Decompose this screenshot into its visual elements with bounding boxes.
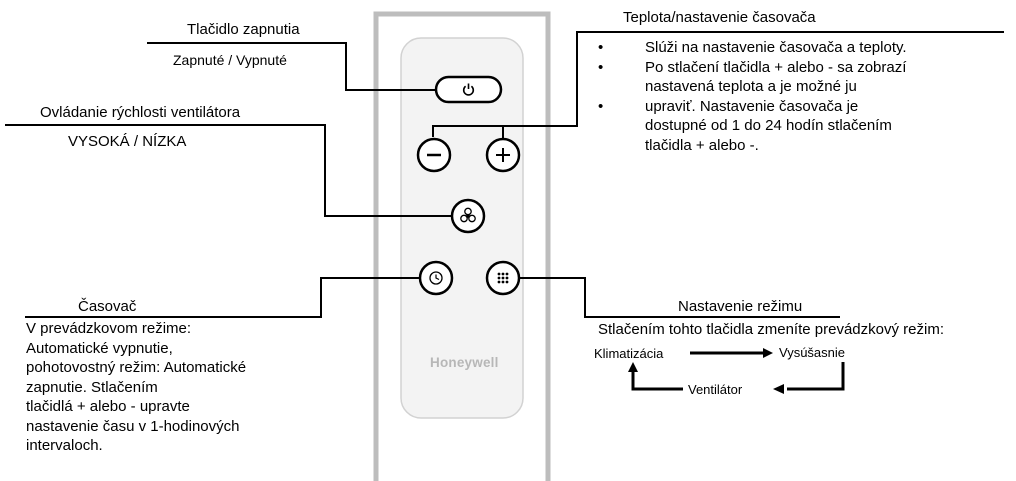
arrow-drying-to-fan [787, 362, 845, 391]
temp-timer-leader-line [432, 31, 1004, 137]
bullet-2-line-3: upraviť. Nastavenie časovača je [645, 97, 859, 115]
clock-icon [429, 271, 443, 285]
power-title: Tlačidlo zapnutia [187, 21, 300, 38]
bullet-icon: • [598, 39, 604, 56]
power-leader-line [147, 42, 436, 91]
bullet-2-line-5: tlačidla + alebo -. [645, 136, 759, 154]
bullet-3-row: • upraviť. Nastavenie časovača je [598, 97, 907, 117]
plus-icon [496, 148, 510, 162]
arrow-head-left-icon [773, 384, 784, 394]
mode-cycle-arrows [628, 348, 845, 394]
power-subtitle: Zapnuté / Vypnuté [173, 52, 287, 68]
fan-speed-button[interactable] [450, 198, 486, 234]
temp-timer-bullet-2: • Po stlačení tlačidla + alebo - sa zobr… [598, 58, 907, 156]
fan-title: Ovládanie rýchlosti ventilátora [40, 104, 241, 121]
temp-timer-title: Teplota/nastavenie časovača [623, 9, 816, 26]
minus-button[interactable] [416, 137, 452, 173]
mode-button[interactable] [485, 260, 521, 296]
timer-line-7: intervaloch. [26, 437, 103, 454]
mode-fan-label: Ventilátor [688, 382, 743, 397]
power-button[interactable] [434, 75, 503, 104]
timer-line-3: pohotovostný režim: Automatické [26, 359, 247, 376]
timer-line-5: tlačidlá + alebo - upravte [26, 398, 190, 415]
bullet-2-line-2: nastavená teplota a je možné ju [645, 78, 857, 95]
timer-button[interactable] [418, 260, 454, 296]
fan-leader-line [5, 124, 452, 217]
mode-grid-icon [497, 272, 509, 284]
temp-timer-bullets: • Slúži na nastavenie časovača a teploty… [598, 38, 907, 156]
power-icon [462, 83, 475, 96]
remote-brand-logo: Honeywell [430, 355, 499, 370]
arrow-fan-to-cooling [631, 371, 683, 391]
plus-button[interactable] [485, 137, 521, 173]
bullet-2-line-1: Po stlačení tlačidla + alebo - sa zobraz… [645, 58, 907, 76]
bullet-1-line-1: Slúži na nastavenie časovača a teploty. [645, 39, 907, 56]
timer-line-4: zapnutie. Stlačením [26, 378, 158, 396]
timer-line-1: V prevádzkovom režime: [26, 320, 192, 337]
mode-leader-line [518, 277, 840, 318]
bullet-icon: • [598, 58, 604, 76]
timer-leader-line [25, 277, 422, 318]
timer-description: V prevádzkovom režime: Automatické vypnu… [26, 319, 246, 456]
mode-drying-label: Vysúšasnie [779, 345, 845, 360]
bullet-icon: • [598, 97, 604, 115]
fan-subtitle: VYSOKÁ / NÍZKA [68, 133, 187, 150]
fan-icon [460, 207, 476, 223]
arrow-head-up-icon [628, 362, 638, 372]
mode-subtitle: Stlačením tohto tlačidla zmeníte prevádz… [598, 321, 944, 338]
timer-line-2: Automatické vypnutie, [26, 339, 173, 357]
temp-timer-bullet-1: • Slúži na nastavenie časovača a teploty… [598, 38, 907, 58]
mode-title: Nastavenie režimu [678, 298, 803, 315]
timer-line-6: nastavenie času v 1-hodinových [26, 417, 240, 435]
mode-cooling-label: Klimatizácia [594, 346, 664, 361]
timer-title: Časovač [78, 298, 137, 315]
arrow-head-right-icon [763, 348, 773, 358]
bullet-2-line-4: dostupné od 1 do 24 hodín stlačením [645, 117, 892, 134]
